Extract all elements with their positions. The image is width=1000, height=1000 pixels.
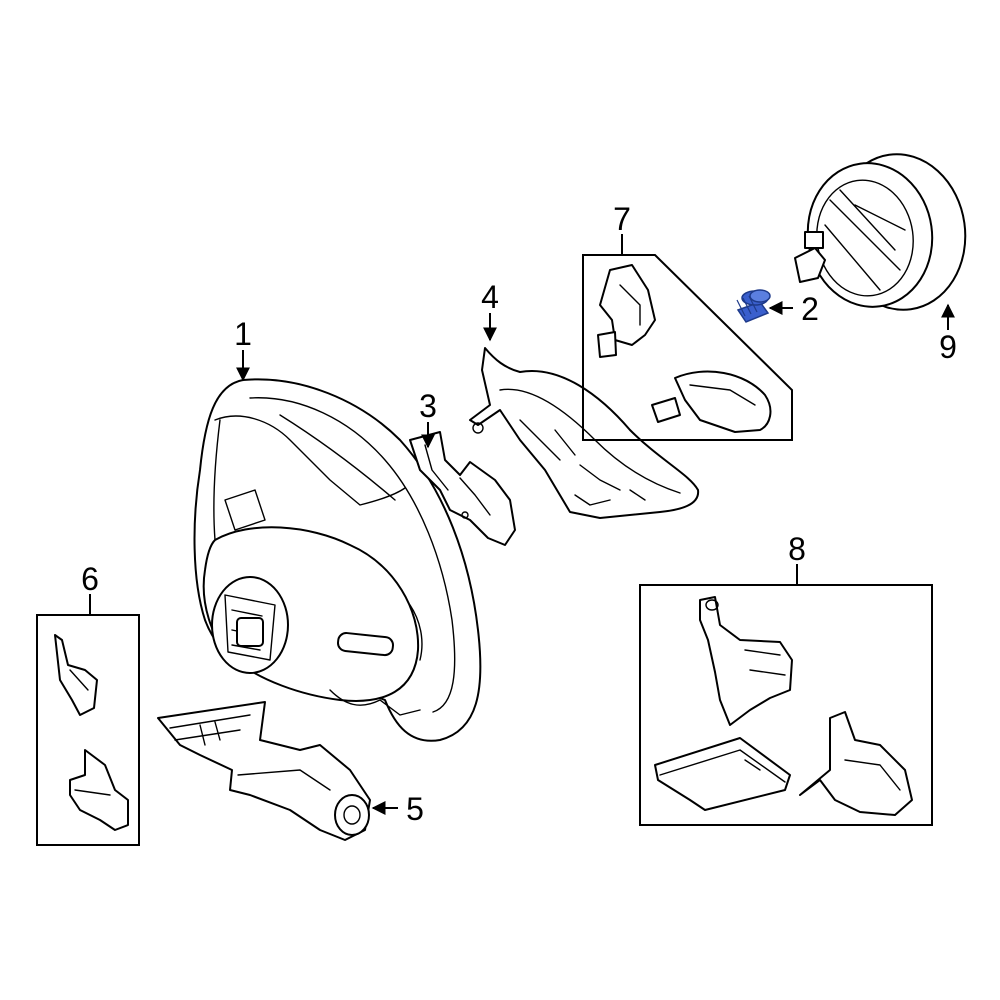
clock-spring[interactable] <box>699 596 793 726</box>
trim-cover[interactable] <box>799 711 913 816</box>
callout-2: 2 <box>801 291 819 327</box>
switch-right[interactable] <box>651 370 772 433</box>
lower-cover[interactable] <box>157 701 371 841</box>
switch-left[interactable] <box>597 264 656 358</box>
callout-6: 6 <box>81 561 99 597</box>
shift-paddle-upper[interactable] <box>54 634 98 716</box>
airbag-module[interactable] <box>794 146 975 319</box>
callout-5: 5 <box>406 791 424 827</box>
callout-7: 7 <box>613 201 631 237</box>
shift-paddle-lower[interactable] <box>69 749 129 831</box>
callout-3: 3 <box>419 388 437 424</box>
box-8 <box>639 584 933 826</box>
steering-wheel[interactable] <box>193 378 482 742</box>
box-7 <box>582 254 793 441</box>
bracket[interactable] <box>409 431 516 546</box>
callout-9: 9 <box>939 329 957 365</box>
callout-8: 8 <box>788 531 806 567</box>
screw[interactable] <box>736 289 771 323</box>
callout-1: 1 <box>234 316 252 352</box>
control-module[interactable] <box>654 737 791 811</box>
callout-4: 4 <box>481 279 499 315</box>
box-6 <box>36 614 140 846</box>
